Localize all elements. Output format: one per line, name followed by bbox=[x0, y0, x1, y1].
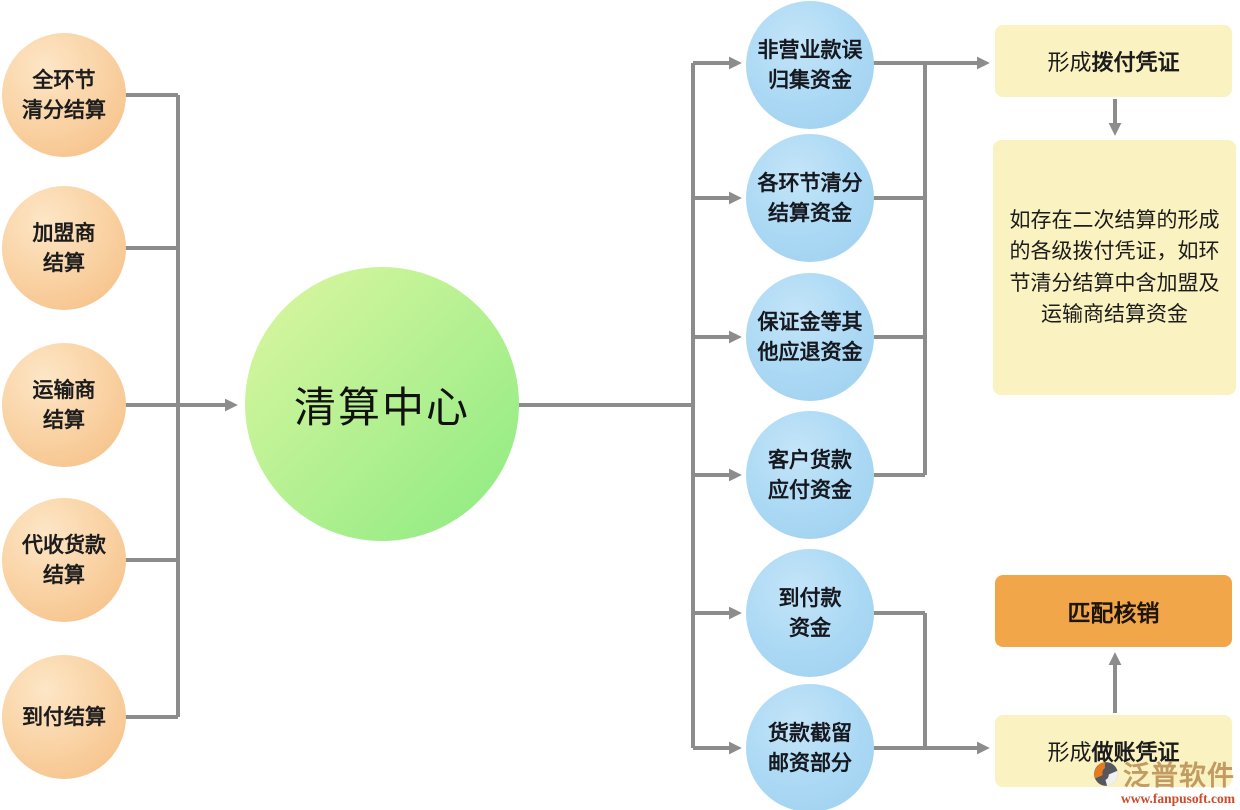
accounting-voucher-prefix: 形成 bbox=[1047, 741, 1092, 766]
right-node-withheld-postage-funds: 货款截留 邮资部分 bbox=[746, 684, 874, 810]
payment-voucher-box: 形成拨付凭证 bbox=[995, 25, 1232, 97]
watermark: 泛普软件 www.fanpusoft.com bbox=[1093, 754, 1235, 807]
left-node-transporter-settlement: 运输商 结算 bbox=[2, 343, 126, 467]
watermark-url-text: www.fanpusoft.com bbox=[1120, 791, 1235, 806]
center-node-clearing-center: 清算中心 bbox=[245, 267, 519, 541]
right-node-deposit-refund-funds: 保证金等其 他应退资金 bbox=[746, 273, 874, 401]
secondary-settlement-note-text: 如存在二次结算的形成的各级拨付凭证，如环节清分结算中含加盟及运输商结算资金 bbox=[1009, 207, 1220, 327]
payment-voucher-prefix: 形成 bbox=[1047, 51, 1092, 76]
secondary-settlement-note-box: 如存在二次结算的形成的各级拨付凭证，如环节清分结算中含加盟及运输商结算资金 bbox=[993, 140, 1236, 395]
right-node-stage-clearing-funds: 各环节清分 结算资金 bbox=[746, 134, 874, 262]
left-node-cod-settlement: 代收货款 结算 bbox=[2, 498, 126, 622]
watermark-brand-text: 泛普软件 bbox=[1123, 761, 1235, 792]
fanpu-logo-icon bbox=[1094, 761, 1118, 786]
left-node-freight-collect-settlement: 到付结算 bbox=[2, 655, 126, 779]
match-writeoff-label: 匹配核销 bbox=[1067, 601, 1160, 627]
match-writeoff-box: 匹配核销 bbox=[995, 575, 1232, 647]
left-node-franchisee-settlement: 加盟商 结算 bbox=[2, 186, 126, 310]
payment-voucher-bold-label: 拨付凭证 bbox=[1091, 51, 1180, 76]
right-node-non-operating-funds: 非营业款误 归集资金 bbox=[746, 1, 874, 129]
right-node-customer-payable-funds: 客户货款 应付资金 bbox=[746, 411, 874, 539]
right-node-freight-collect-funds: 到付款 资金 bbox=[746, 549, 874, 677]
left-node-full-process-settlement: 全环节 清分结算 bbox=[2, 33, 126, 157]
